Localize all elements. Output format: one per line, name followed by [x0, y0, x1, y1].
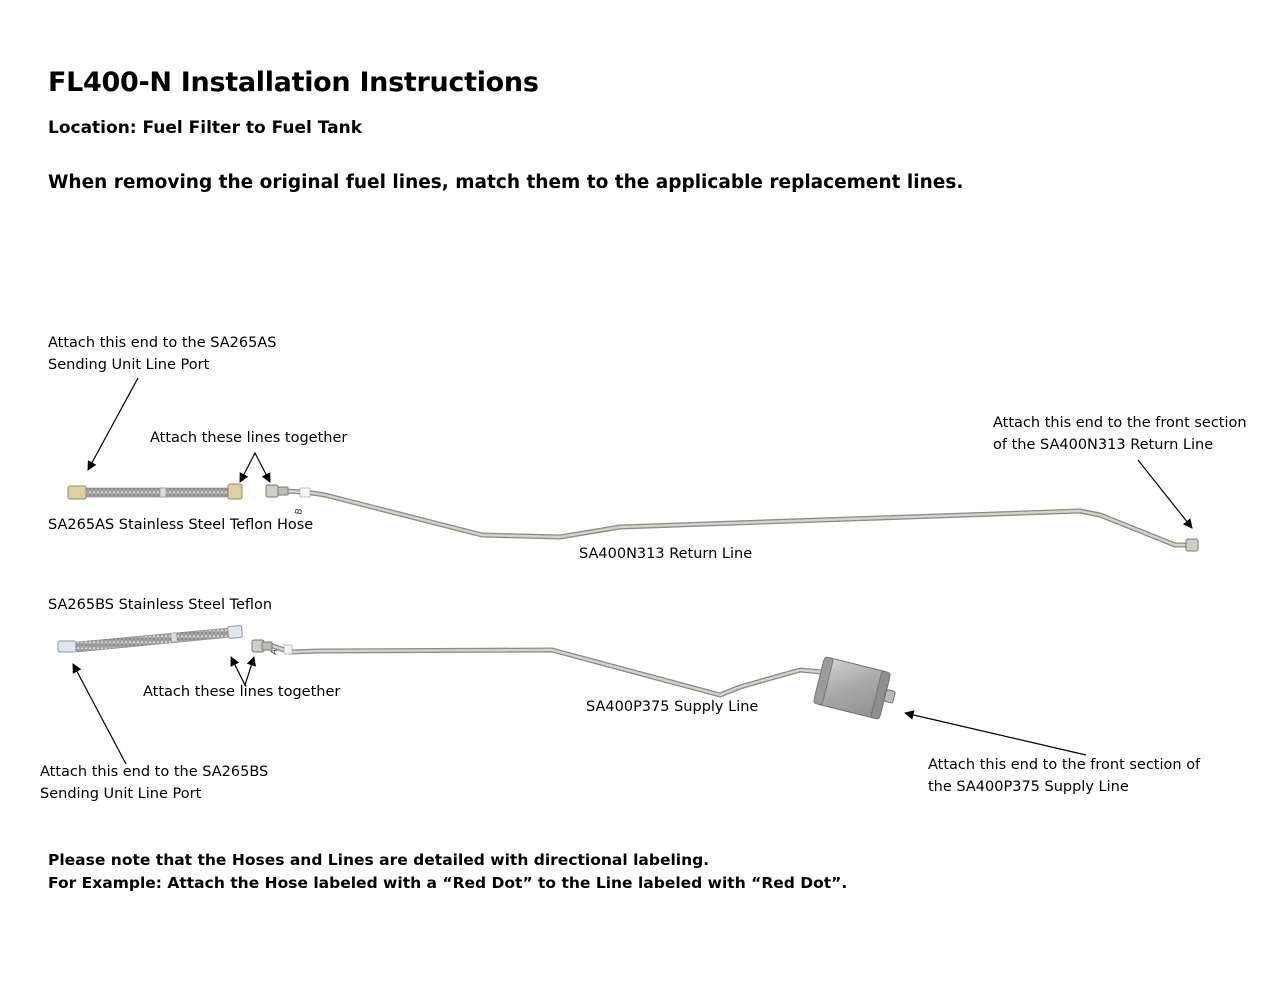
- arrow-attach-together-lower: [230, 656, 256, 687]
- fuel-filter: [813, 656, 896, 720]
- location-subtitle: Location: Fuel Filter to Fuel Tank: [48, 118, 363, 138]
- arrow-return-front: [1137, 459, 1193, 529]
- label-hose-sa265bs: SA265BS Stainless Steel Teflon: [48, 597, 273, 613]
- hose-label-band: [170, 632, 178, 643]
- return-line-tube: [265, 484, 1199, 552]
- arrow-sa265bs-port: [72, 663, 127, 765]
- supply-line-mark: A: [269, 648, 279, 655]
- callout-supply-front: Attach this end to the front section of …: [928, 757, 1201, 795]
- callout-sa265as-port: Attach this end to the SA265AS Sending U…: [48, 335, 277, 373]
- label-supply-line: SA400P375 Supply Line: [586, 699, 759, 715]
- page-title: FL400-N Installation Instructions: [48, 67, 539, 98]
- directional-note: Please note that the Hoses and Lines are…: [48, 849, 847, 895]
- callout-attach-together-upper: Attach these lines together: [150, 430, 348, 446]
- hose-fitting-left: [57, 640, 77, 653]
- note-line-1: Please note that the Hoses and Lines are…: [48, 851, 710, 869]
- arrow-sa265as-port: [87, 377, 139, 471]
- callout-return-front: Attach this end to the front section of …: [993, 415, 1247, 453]
- return-line-mark: B: [294, 508, 305, 516]
- hose-fitting-right: [227, 625, 243, 639]
- hose-braid: [75, 627, 233, 653]
- hose-sa265as: [67, 483, 243, 500]
- callout-sa265bs-port: Attach this end to the SA265BS Sending U…: [40, 764, 269, 802]
- arrow-supply-front: [904, 710, 1087, 756]
- supply-line-tube: [251, 639, 823, 698]
- hose-sa265bs: [57, 625, 243, 653]
- arrow-attach-together-upper: [239, 451, 271, 483]
- callout-attach-together-lower: Attach these lines together: [143, 684, 341, 700]
- label-return-line: SA400N313 Return Line: [579, 546, 753, 562]
- instruction-text: When removing the original fuel lines, m…: [48, 172, 964, 193]
- label-hose-sa265as: SA265AS Stainless Steel Teflon Hose: [48, 517, 314, 533]
- hose-fitting-left: [67, 485, 87, 500]
- hose-label-band: [159, 487, 167, 498]
- note-line-2: For Example: Attach the Hose labeled wit…: [48, 874, 848, 892]
- hose-fitting-right: [227, 483, 243, 500]
- hose-braid: [85, 487, 229, 498]
